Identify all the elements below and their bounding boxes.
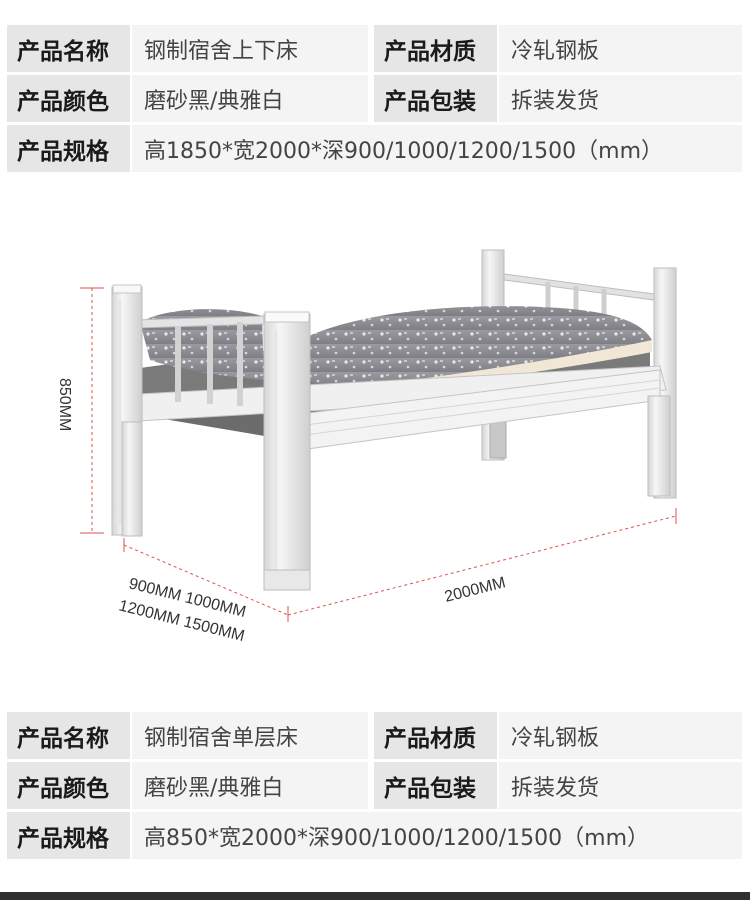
bed-dimension-diagram: 850MM 2000MM 900MM 1000MM 1200MM 1500MM: [0, 190, 750, 690]
spec-label: 产品包装: [374, 762, 497, 809]
spec-value: 拆装发货: [499, 762, 742, 809]
spec-value: 钢制宿舍上下床: [132, 25, 368, 72]
length-dimension-label: 2000MM: [443, 574, 508, 606]
spec-label: 产品材质: [374, 712, 497, 759]
spec-row-size: 产品规格 高850*宽2000*深900/1000/1200/1500（mm）: [7, 812, 742, 859]
dimension-lines: [80, 287, 677, 622]
spec-label: 产品规格: [7, 125, 130, 172]
front-headboard: [111, 284, 266, 536]
spec-row-name: 产品名称 钢制宿舍上下床 产品材质 冷轧钢板: [7, 25, 742, 72]
spec-value: 磨砂黑/典雅白: [132, 762, 368, 809]
spec-table-bottom: 产品名称 钢制宿舍单层床 产品材质 冷轧钢板 产品颜色 磨砂黑/典雅白 产品包装…: [7, 712, 742, 862]
spec-label: 产品颜色: [7, 75, 130, 122]
front-foot-post: [263, 311, 311, 591]
spec-label: 产品包装: [374, 75, 497, 122]
spec-value: 高1850*宽2000*深900/1000/1200/1500（mm）: [132, 125, 742, 172]
spec-row-color: 产品颜色 磨砂黑/典雅白 产品包装 拆装发货: [7, 762, 742, 809]
spec-value: 冷轧钢板: [499, 712, 742, 759]
spec-value: 冷轧钢板: [499, 25, 742, 72]
spec-label: 产品材质: [374, 25, 497, 72]
spec-row-name: 产品名称 钢制宿舍单层床 产品材质 冷轧钢板: [7, 712, 742, 759]
spec-label: 产品名称: [7, 712, 130, 759]
height-dimension-label: 850MM: [56, 378, 73, 431]
bed-legs: [121, 395, 671, 537]
spec-value: 高850*宽2000*深900/1000/1200/1500（mm）: [132, 812, 742, 859]
spec-label: 产品颜色: [7, 762, 130, 809]
footer-divider: [0, 892, 750, 900]
spec-label: 产品名称: [7, 25, 130, 72]
spec-table-top: 产品名称 钢制宿舍上下床 产品材质 冷轧钢板 产品颜色 磨砂黑/典雅白 产品包装…: [7, 25, 742, 175]
spec-row-size: 产品规格 高1850*宽2000*深900/1000/1200/1500（mm）: [7, 125, 742, 172]
spec-value: 拆装发货: [499, 75, 742, 122]
bed-illustration: 850MM 2000MM 900MM 1000MM 1200MM 1500MM: [56, 249, 677, 645]
spec-value: 钢制宿舍单层床: [132, 712, 368, 759]
spec-row-color: 产品颜色 磨砂黑/典雅白 产品包装 拆装发货: [7, 75, 742, 122]
spec-value: 磨砂黑/典雅白: [132, 75, 368, 122]
spec-label: 产品规格: [7, 812, 130, 859]
